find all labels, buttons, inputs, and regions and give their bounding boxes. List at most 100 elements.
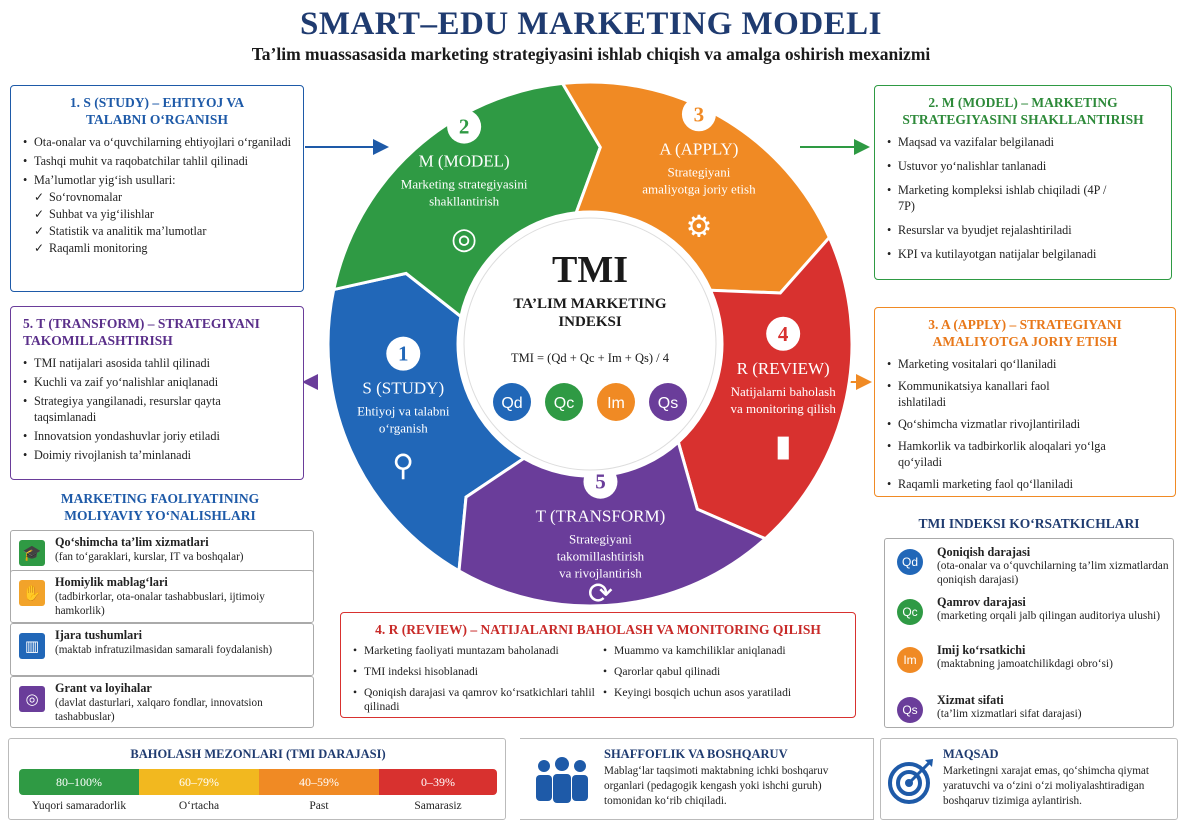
qs-badge: Qs <box>897 697 923 723</box>
segment-desc: Ehtiyoj va talabni <box>357 404 450 419</box>
list-item: TMI indeksi hisoblanadi <box>353 665 603 679</box>
segment-desc: o‘rganish <box>379 421 428 436</box>
segment-number-circle <box>583 464 618 499</box>
check-item: Statistik va analitik ma’lumotlar <box>23 223 291 239</box>
globe-icon: ◎ <box>19 686 45 712</box>
finance-item: ◎ Grant va loyihalar (davlat dasturlari,… <box>10 676 314 728</box>
level-high: 80–100% <box>19 769 139 795</box>
review-box-title: 4. R (REVIEW) – NATIJALARNI BAHOLASH VA … <box>375 622 821 637</box>
tmi-subtitle: INDEKSI <box>558 314 622 330</box>
check-item: So‘rovnomalar <box>23 189 291 205</box>
segment-number-circle <box>386 336 421 371</box>
level-label: Past <box>309 800 329 812</box>
page-title: SMART–EDU MARKETING MODELI <box>299 6 883 42</box>
segment-desc: va rivojlantirish <box>559 566 642 581</box>
qd-badge: Qd <box>897 549 923 575</box>
segment-desc: va monitoring qilish <box>730 401 836 416</box>
list-item: Marketing vositalari qo‘llaniladi <box>887 356 1163 372</box>
wheel-segment-5 <box>457 439 769 608</box>
list-item: Ota-onalar va o‘quvchilarning ehtiyojlar… <box>23 134 291 150</box>
wheel-segment-4 <box>676 234 854 541</box>
magnifier-chart-icon: ⚲ <box>392 449 414 484</box>
list-item: Tashqi muhit va raqobatchilar tahlil qil… <box>23 153 291 169</box>
list-item: Ma’lumotlar yig‘ish usullari: <box>23 172 291 188</box>
list-item: KPI va kutilayotgan natijalar belgilanad… <box>887 246 1159 262</box>
target-icon <box>888 759 933 804</box>
goal-panel: MAQSAD Marketingni xarajat emas, qo‘shim… <box>880 738 1178 820</box>
segment-number-circle <box>447 109 482 144</box>
indicators-title: TMI INDEKSI KO‘RSATKICHLARI <box>918 516 1140 531</box>
list-item: Kommunikatsiya kanallari faol ishlatilad… <box>887 378 1087 410</box>
segment-desc: Natijalarni baholash <box>731 384 837 399</box>
evaluation-criteria: BAHOLASH MEZONLARI (TMI DARAJASI) 80–100… <box>8 738 506 820</box>
segment-desc: takomillashtirish <box>557 549 645 564</box>
list-item: Kuchli va zaif yo‘nalishlar aniqlanadi <box>23 374 291 390</box>
page-subtitle: Ta’lim muassasasida marketing strategiya… <box>251 44 931 64</box>
level-label: O‘rtacha <box>178 800 220 812</box>
handshake-icon: ✋ <box>19 580 45 606</box>
level-label: Samarasiz <box>414 800 462 812</box>
segment-title: M (MODEL) <box>419 152 510 171</box>
tmi-badge-im <box>597 383 635 421</box>
transparency-panel: SHAFFOFLIK VA BOSHQARUV Mablag‘lar taqsi… <box>520 738 874 820</box>
finance-item: ▥ Ijara tushumlari (maktab infratuzilmas… <box>10 623 314 676</box>
goal-text: Marketingni xarajat emas, qo‘shimcha qiy… <box>943 765 1149 807</box>
target-icon: ◎ <box>451 222 477 257</box>
check-item: Suhbat va yig‘ilishlar <box>23 206 291 222</box>
list-item: Muammo va kamchiliklar aniqlanadi <box>603 644 843 658</box>
segment-title: T (TRANSFORM) <box>536 507 666 526</box>
finance-item: ✋ Homiylik mablag‘lari (tadbirkorlar, ot… <box>10 570 314 623</box>
segment-title: A (APPLY) <box>659 139 738 158</box>
segment-desc: shakllantirish <box>429 194 500 209</box>
segment-number: 4 <box>778 322 789 346</box>
goal-title: MAQSAD <box>943 747 999 761</box>
transparency-title: SHAFFOFLIK VA BOSHQARUV <box>604 747 788 761</box>
review-box: 4. R (REVIEW) – NATIJALARNI BAHOLASH VA … <box>340 612 856 718</box>
segment-number: 1 <box>398 342 409 366</box>
evaluation-title: BAHOLASH MEZONLARI (TMI DARAJASI) <box>130 747 386 761</box>
segment-desc: Marketing strategiyasini <box>401 177 528 192</box>
list-item: Maqsad va vazifalar belgilanadi <box>887 134 1159 150</box>
list-item: Qoniqish darajasi va qamrov ko‘rsatkichl… <box>353 686 603 714</box>
qc-badge: Qc <box>897 599 923 625</box>
level-medium: 60–79% <box>139 769 259 795</box>
list-item: Resurslar va byudjet rejalashtiriladi <box>887 222 1159 238</box>
list-item: Innovatsion yondashuvlar joriy etiladi <box>23 428 291 444</box>
tmi-badge-qs <box>649 383 687 421</box>
segment-title: S (STUDY) <box>362 379 444 398</box>
level-label: Yuqori samaradorlik <box>31 800 127 812</box>
wheel-segment-3 <box>560 80 832 295</box>
tmi-badge-label: Qd <box>501 395 522 412</box>
tmi-badge-label: Qc <box>554 395 574 412</box>
segment-number: 2 <box>459 115 470 139</box>
list-item: Strategiya yangilanadi, resurslar qayta … <box>23 393 243 425</box>
tmi-title: TMI <box>552 249 628 291</box>
tmi-badge-label: Qs <box>658 395 678 412</box>
bar-chart-icon: ▮ <box>775 429 792 464</box>
segment-number: 3 <box>694 102 705 126</box>
segment-desc: Strategiyani <box>668 164 731 179</box>
segment-number-circle <box>681 97 716 132</box>
im-badge: Im <box>897 647 923 673</box>
segment-number: 5 <box>595 470 606 494</box>
graduation-cap-icon: 🎓 <box>19 540 45 566</box>
gear-icon: ⚙ <box>685 209 712 244</box>
level-low: 40–59% <box>259 769 379 795</box>
segment-number-circle <box>766 316 801 351</box>
check-item: Raqamli monitoring <box>23 240 291 256</box>
list-item: Doimiy rivojlanish ta’minlanadi <box>23 447 291 463</box>
list-item: Raqamli marketing faol qo‘llaniladi <box>887 476 1163 492</box>
segment-title: R (REVIEW) <box>737 359 830 378</box>
tmi-formula: TMI = (Qd + Qc + Im + Qs) / 4 <box>511 351 670 365</box>
wheel-segment-1 <box>326 271 527 574</box>
transparency-text: Mablag‘lar taqsimoti maktabning ichki bo… <box>604 765 829 807</box>
